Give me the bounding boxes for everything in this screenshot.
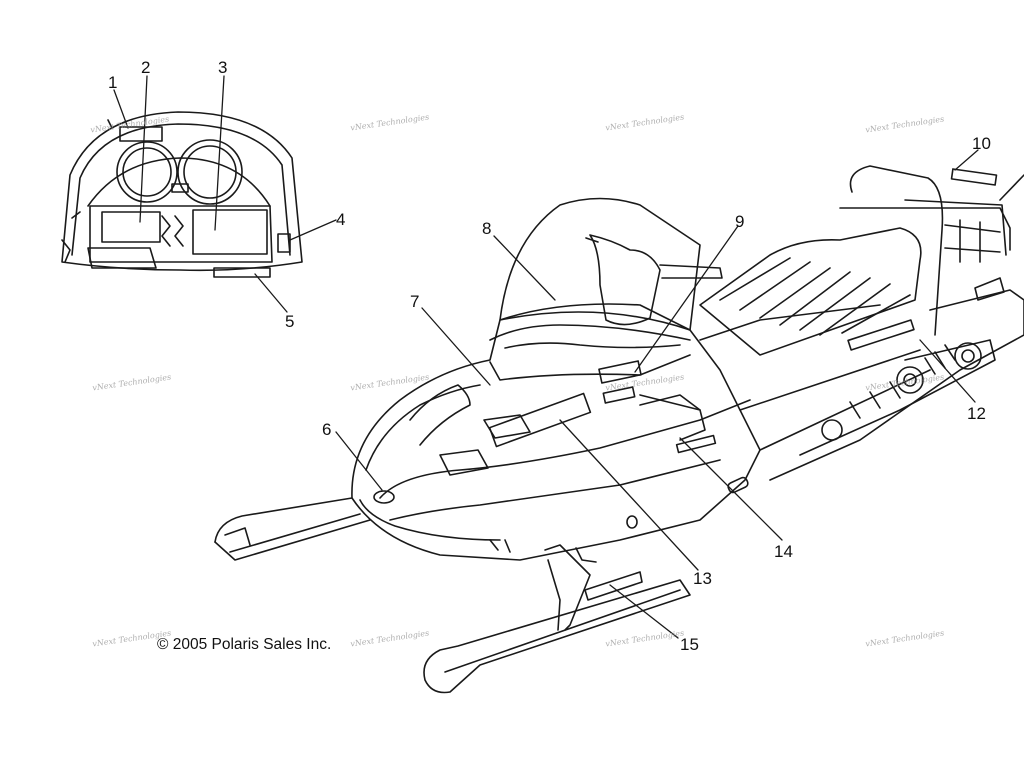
right-ski bbox=[423, 544, 691, 694]
callout-4: 4 bbox=[336, 210, 346, 229]
leader-lines bbox=[113, 75, 979, 639]
callout-12: 12 bbox=[967, 404, 986, 423]
callout-8: 8 bbox=[482, 219, 492, 238]
seat bbox=[699, 227, 922, 356]
callout-15: 15 bbox=[680, 635, 699, 654]
callout-14: 14 bbox=[774, 542, 793, 561]
callout-10: 10 bbox=[972, 134, 991, 153]
callout-7: 7 bbox=[410, 292, 420, 311]
callout-2: 2 bbox=[141, 58, 151, 77]
hood-body bbox=[351, 303, 931, 561]
callout-6: 6 bbox=[322, 420, 332, 439]
copyright-notice: © 2005 Polaris Sales Inc. bbox=[157, 636, 332, 653]
windshield bbox=[499, 197, 723, 331]
dashboard-inset bbox=[61, 111, 303, 278]
callout-3: 3 bbox=[218, 58, 228, 77]
callout-13: 13 bbox=[693, 569, 712, 588]
callout-9: 9 bbox=[735, 212, 745, 231]
track-assembly bbox=[769, 277, 1024, 481]
callout-5: 5 bbox=[285, 312, 295, 331]
left-ski bbox=[214, 497, 371, 561]
rear-rack bbox=[839, 165, 1024, 336]
callout-1: 1 bbox=[108, 73, 118, 92]
